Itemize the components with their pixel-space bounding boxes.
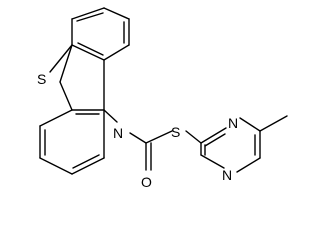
atom-s-thio: S — [171, 124, 180, 140]
central-thiazine-ring — [49, 44, 118, 123]
bottom-benzene-ring — [39, 109, 105, 175]
atom-s-ring: S — [37, 71, 46, 87]
atom-n-pyrimidine-bottom: N — [222, 167, 232, 183]
methyl-group — [259, 115, 288, 132]
atom-n-ring: N — [113, 125, 123, 141]
carbonyl-thioester-chain — [129, 130, 173, 171]
pyrimidine-ring — [185, 117, 261, 173]
top-benzene-ring — [71, 7, 130, 61]
atom-o-carbonyl: O — [141, 174, 152, 190]
structure-canvas: S N S O N N — [37, 7, 288, 190]
chemical-structure: S N S O N N — [37, 7, 288, 190]
atom-n-pyrimidine-top: N — [228, 115, 238, 131]
